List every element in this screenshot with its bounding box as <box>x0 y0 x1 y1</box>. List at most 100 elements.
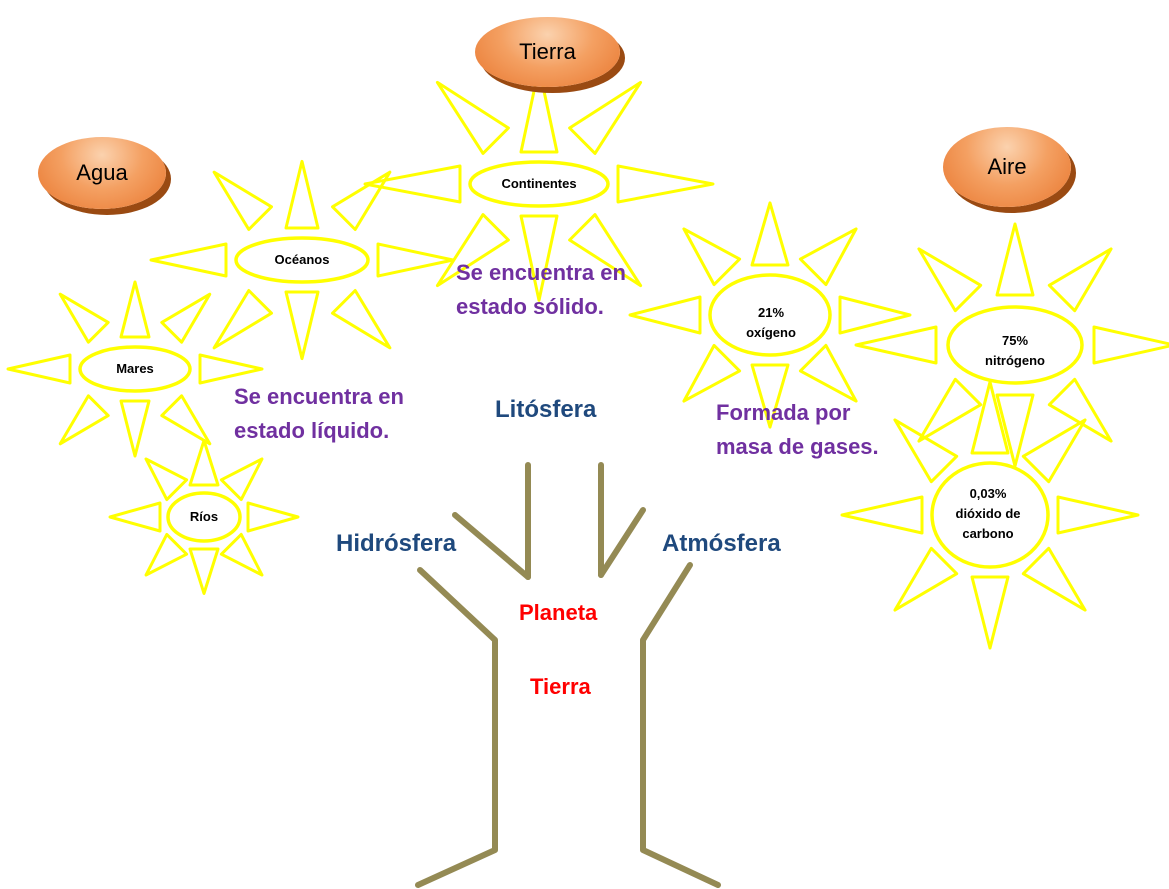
sun-ray <box>198 353 264 385</box>
sun-ray <box>970 575 1010 650</box>
sun-continentes <box>363 66 715 302</box>
sun-ray <box>838 295 912 335</box>
sun-ray <box>58 394 110 446</box>
continentes-sun-label: Continentes <box>470 163 608 205</box>
sun-nitrogeno <box>854 222 1169 468</box>
sun-ray <box>1056 495 1140 535</box>
tree-trunk-right <box>640 562 721 888</box>
sun-ray <box>995 222 1035 297</box>
tierra-oval-label: Tierra <box>519 39 576 64</box>
co2-line2-text: carbono <box>962 526 1014 542</box>
sun-ray <box>160 292 212 344</box>
liquido-line1: Se encuentra en <box>234 384 404 409</box>
sun-ray <box>893 546 959 612</box>
sun-co2 <box>840 380 1140 650</box>
agua-oval-label: Agua <box>76 160 128 185</box>
continentes-text: Continentes <box>501 175 577 191</box>
sun-ray <box>331 289 392 350</box>
sun-oceanos <box>149 159 455 361</box>
sun-core <box>468 160 610 208</box>
oxigeno-sun-label: 21% oxígeno <box>711 283 831 363</box>
planeta-label: Planeta <box>519 600 598 625</box>
sun-ray <box>188 439 220 487</box>
oceanos-text: Océanos <box>274 251 330 267</box>
sun-ray <box>519 214 559 302</box>
sun-ray <box>188 547 220 595</box>
solido-line1: Se encuentra en <box>456 260 626 285</box>
sun-rios <box>108 439 300 595</box>
sun-core <box>708 273 832 357</box>
sun-ray <box>568 80 643 155</box>
sun-core <box>234 236 370 284</box>
sun-ray <box>58 292 110 344</box>
sun-ray <box>854 325 938 365</box>
sun-ray <box>160 394 212 446</box>
sun-oxigeno <box>628 201 912 429</box>
sun-ray <box>219 532 264 577</box>
sun-ray <box>212 289 273 350</box>
sun-ray <box>750 201 790 267</box>
sun-ray <box>149 242 228 278</box>
sun-core <box>78 345 192 393</box>
sun-ray <box>331 170 392 231</box>
sun-ray <box>435 80 510 155</box>
nitrogeno-text: nitrógeno <box>985 353 1045 368</box>
sun-ray <box>284 159 320 230</box>
sun-ray <box>1047 377 1113 443</box>
tree-branch-upper-left <box>452 512 531 580</box>
oceanos-sun-label: Océanos <box>236 238 368 282</box>
sun-ray <box>682 227 742 287</box>
solido-line2: estado sólido. <box>456 294 604 320</box>
oxigeno-pct-text: 21% <box>757 304 785 320</box>
sun-ray <box>119 399 151 458</box>
sun-ray <box>212 170 273 231</box>
sun-ray <box>970 380 1010 455</box>
sun-ray <box>628 295 702 335</box>
solido-description: Se encuentra en estado sólido. <box>456 256 626 324</box>
liquido-description: Se encuentra en estado líquido. <box>234 380 404 448</box>
aire-oval: Aire <box>943 127 1071 207</box>
sun-ray <box>750 363 790 429</box>
gases-line2: masa de gases. <box>716 434 879 460</box>
mares-sun-label: Mares <box>80 347 190 391</box>
nitrogeno-pct-text: 75% <box>1001 332 1029 348</box>
sun-ray <box>616 164 715 204</box>
sun-ray <box>144 532 189 577</box>
rios-sun-label: Ríos <box>168 493 240 541</box>
tree <box>415 462 721 888</box>
hidrosfera-label: Hidrósfera <box>336 530 457 557</box>
sun-ray <box>119 280 151 339</box>
sun-ray <box>1021 418 1087 484</box>
mares-text: Mares <box>116 360 154 376</box>
sun-ray <box>108 501 162 533</box>
aire-oval-label: Aire <box>987 154 1027 179</box>
sun-ray <box>6 353 72 385</box>
liquido-line2: estado líquido. <box>234 418 390 444</box>
sun-ray <box>1092 325 1169 365</box>
agua-oval: Agua <box>38 137 166 209</box>
gases-description: Formada por masa de gases. <box>716 396 879 464</box>
sun-ray <box>893 418 959 484</box>
sun-ray <box>798 343 858 403</box>
nitrogeno-sun-label: 75% nitrógeno <box>950 315 1080 387</box>
co2-line1-text: dióxido de <box>955 505 1021 521</box>
gases-line1: Formada por <box>716 400 851 425</box>
sun-ray <box>1021 546 1087 612</box>
sun-ray <box>519 66 559 154</box>
tree-trunk-left <box>415 567 498 888</box>
tree-branch-upper-right <box>598 507 646 578</box>
sun-ray <box>798 227 858 287</box>
sun-shapes <box>6 66 1169 650</box>
sun-ray <box>917 247 983 313</box>
sun-ray <box>568 213 643 288</box>
sun-ray <box>363 164 462 204</box>
tierra-oval: Tierra <box>475 17 620 87</box>
sun-mares <box>6 280 264 458</box>
sun-ray <box>1047 247 1113 313</box>
sun-ray <box>376 242 455 278</box>
tierra-center-label: Tierra <box>530 674 591 699</box>
sun-ray <box>917 377 983 443</box>
sun-core <box>166 491 242 543</box>
sun-ray <box>840 495 924 535</box>
